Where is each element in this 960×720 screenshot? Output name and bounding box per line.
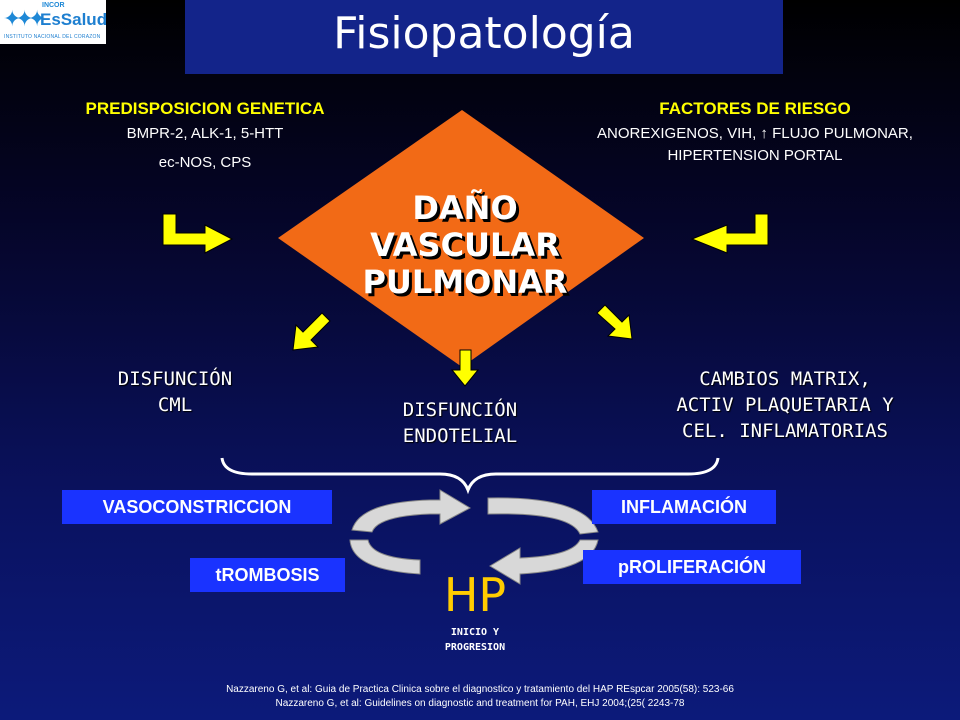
left-elbow-arrow-icon [162,213,234,254]
outcome-endothelial-line-2: ENDOTELIAL [402,425,518,447]
outcome-cml-line-2: CML [157,394,193,416]
risk-line-1: ANOREXIGENOS, VIH, ↑ FLUJO PULMONAR, [597,125,913,142]
cycle-arrow-bottom-icon [349,539,599,585]
center-line-1: DAÑO [412,189,518,227]
logo-incor-text: INCOR [42,2,65,9]
hp-sub-line-1: INICIO Y [450,627,500,638]
center-line-3: PULMONAR [362,263,568,301]
outcome-matrix-line-2: ACTIV PLAQUETARIA Y [676,394,894,416]
right-elbow-arrow-icon [690,213,769,254]
reference-2: Nazzareno G, et al: Guidelines on diagno… [275,698,685,709]
center-label: DAÑO VASCULAR PULMONAR [340,190,590,301]
inflammation-box: INFLAMACIÓN [592,490,776,524]
genetics-line-2: ec-NOS, CPS [158,154,252,171]
outcome-cml: DISFUNCIÓN CML [60,366,290,418]
outcome-matrix-line-1: CAMBIOS MATRIX, [699,368,871,390]
arrow-down-icon [450,349,480,387]
hp-label: HP [443,568,507,622]
grouping-brace [220,457,720,495]
essalud-logo: ✦✦✦ INCOR EsSalud INSTITUTO NACIONAL DEL… [0,0,108,44]
risk-heading: FACTORES DE RIESGO [659,99,851,118]
genetics-line-1: BMPR-2, ALK-1, 5-HTT [126,125,284,142]
genetics-heading: PREDISPOSICION GENETICA [85,99,325,118]
outcome-matrix-line-3: CEL. INFLAMATORIAS [682,420,888,442]
vascular-damage-diamond [278,110,644,367]
arrow-down-right-icon [596,304,633,340]
hp-sub-line-2: PROGRESION [444,642,506,653]
outcome-matrix: CAMBIOS MATRIX, ACTIV PLAQUETARIA Y CEL.… [620,366,950,444]
outcome-endothelial-line-1: DISFUNCIÓN [402,399,518,421]
risk-line-2: HIPERTENSION PORTAL [667,147,843,164]
hp-subtitle: INICIO Y PROGRESION [400,625,550,655]
outcome-cml-line-1: DISFUNCIÓN [117,368,233,390]
cycle-arrow-top-icon [351,489,599,535]
arrow-down-left-icon [292,312,331,351]
logo-name: EsSalud [40,10,108,29]
slide-title: Fisiopatología [333,8,635,59]
reference-1: Nazzareno G, et al: Guia de Practica Cli… [226,684,734,695]
title-bar [185,0,783,74]
logo-subtitle: INSTITUTO NACIONAL DEL CORAZON [4,34,101,40]
people-logo-icon: ✦✦✦ [3,6,46,31]
thrombosis-box: tROMBOSIS [190,558,345,592]
center-line-2: VASCULAR [370,226,560,264]
outcome-endothelial: DISFUNCIÓN ENDOTELIAL [340,397,580,449]
proliferation-box: pROLIFERACIÓN [583,550,801,584]
vasoconstriction-box: VASOCONSTRICCION [62,490,332,524]
